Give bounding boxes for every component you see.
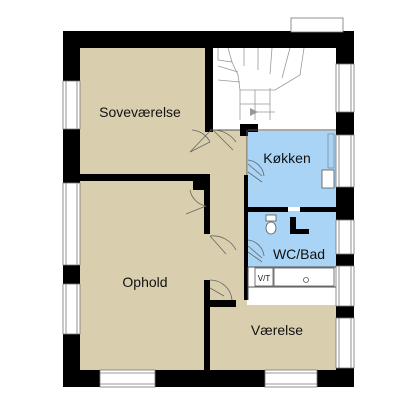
chimney bbox=[290, 17, 344, 33]
room-label-living: Ophold bbox=[122, 274, 167, 290]
windows bbox=[62, 63, 355, 388]
room-extra-area bbox=[210, 305, 336, 370]
toilet-icon bbox=[265, 214, 277, 235]
hallway-area bbox=[210, 130, 247, 310]
washbasin-icon bbox=[273, 267, 335, 287]
door-kitchen[interactable] bbox=[247, 171, 263, 183]
door-wc[interactable] bbox=[247, 251, 263, 263]
doors bbox=[185, 129, 265, 301]
room-bedroom-area bbox=[80, 48, 210, 174]
room-label-room: Værelse bbox=[251, 322, 303, 338]
inner-walls bbox=[80, 38, 336, 370]
kitchen-area bbox=[248, 131, 336, 207]
washer-dryer-box bbox=[254, 267, 274, 287]
room-label-wc: WC/Bad bbox=[273, 246, 325, 262]
door-bedroom[interactable] bbox=[189, 129, 212, 153]
room-label-bedroom: Soveværelse bbox=[99, 104, 181, 120]
fixture-label-vt: V/T bbox=[258, 274, 271, 283]
room-living-area bbox=[80, 181, 210, 370]
wall-north bbox=[63, 31, 354, 48]
staircase bbox=[217, 47, 305, 120]
kitchen-sink-icon bbox=[321, 169, 335, 189]
room-label-kitchen: Køkken bbox=[263, 150, 310, 166]
stair-area bbox=[210, 48, 336, 130]
kitchen-counter bbox=[327, 133, 335, 169]
